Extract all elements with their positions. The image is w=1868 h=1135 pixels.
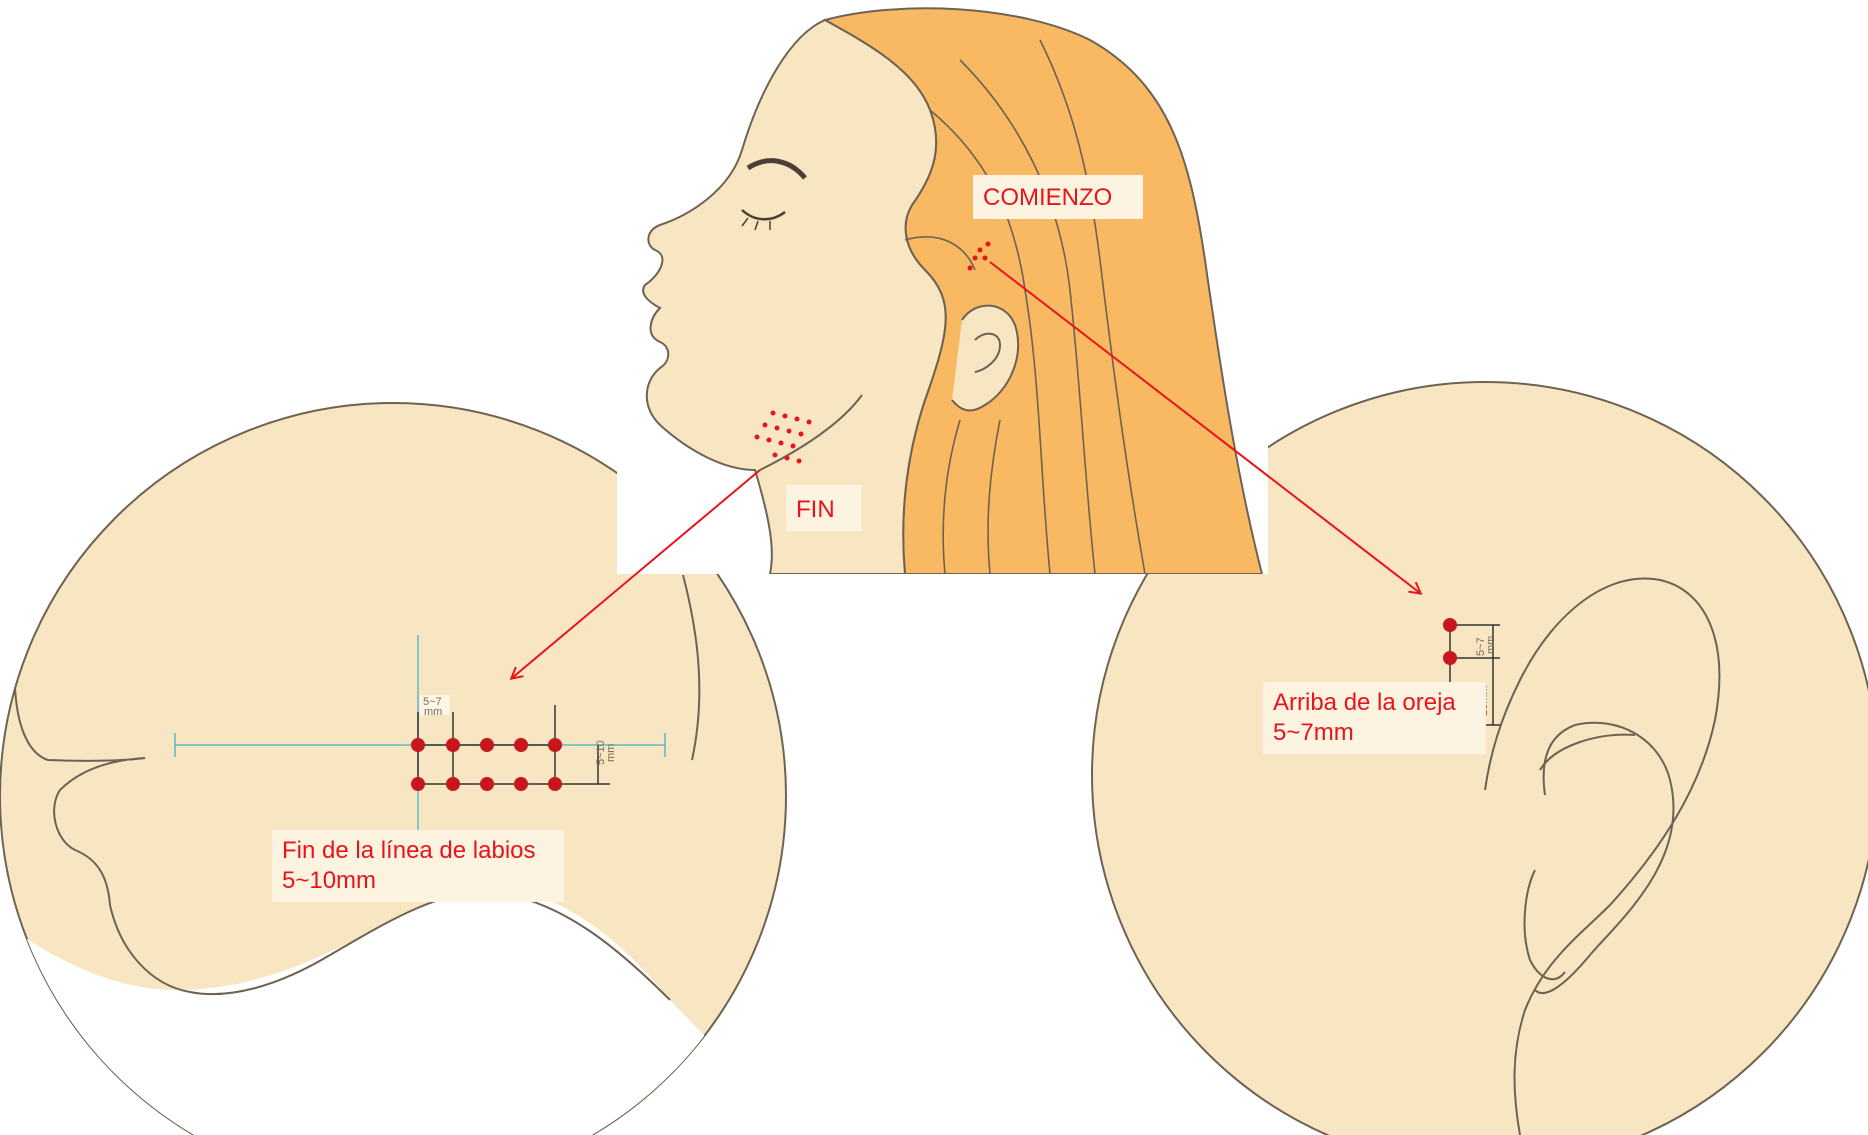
marker-dot bbox=[514, 738, 528, 752]
marker-dot bbox=[514, 777, 528, 791]
lip-vertical-spacing-unit: mm bbox=[605, 744, 617, 762]
marker-dot bbox=[548, 777, 562, 791]
lip-line-title: Fin de la línea de labios bbox=[282, 836, 554, 866]
marker-dot bbox=[446, 777, 460, 791]
marker-dot bbox=[1443, 651, 1457, 665]
ear-label: Arriba de la oreja 5~7mm bbox=[1263, 682, 1486, 754]
marker-dot bbox=[446, 738, 460, 752]
start-label: COMIENZO bbox=[973, 175, 1143, 219]
lip-horizontal-spacing-unit: mm bbox=[424, 706, 442, 718]
marker-dot bbox=[480, 777, 494, 791]
lip-line-range: 5~10mm bbox=[282, 866, 554, 896]
marker-dot bbox=[480, 738, 494, 752]
ear-title: Arriba de la oreja bbox=[1273, 688, 1476, 718]
marker-dot bbox=[1443, 618, 1457, 632]
end-label: FIN bbox=[786, 485, 861, 531]
marker-dot bbox=[411, 738, 425, 752]
start-label-text: COMIENZO bbox=[983, 183, 1133, 213]
lip-line-label: Fin de la línea de labios 5~10mm bbox=[272, 830, 564, 902]
woman-profile-illustration bbox=[617, 0, 1268, 574]
end-label-text: FIN bbox=[796, 495, 851, 525]
marker-dot bbox=[548, 738, 562, 752]
ear-spacing-unit: mm bbox=[1485, 636, 1497, 654]
marker-dot bbox=[411, 777, 425, 791]
ear-range: 5~7mm bbox=[1273, 718, 1476, 748]
